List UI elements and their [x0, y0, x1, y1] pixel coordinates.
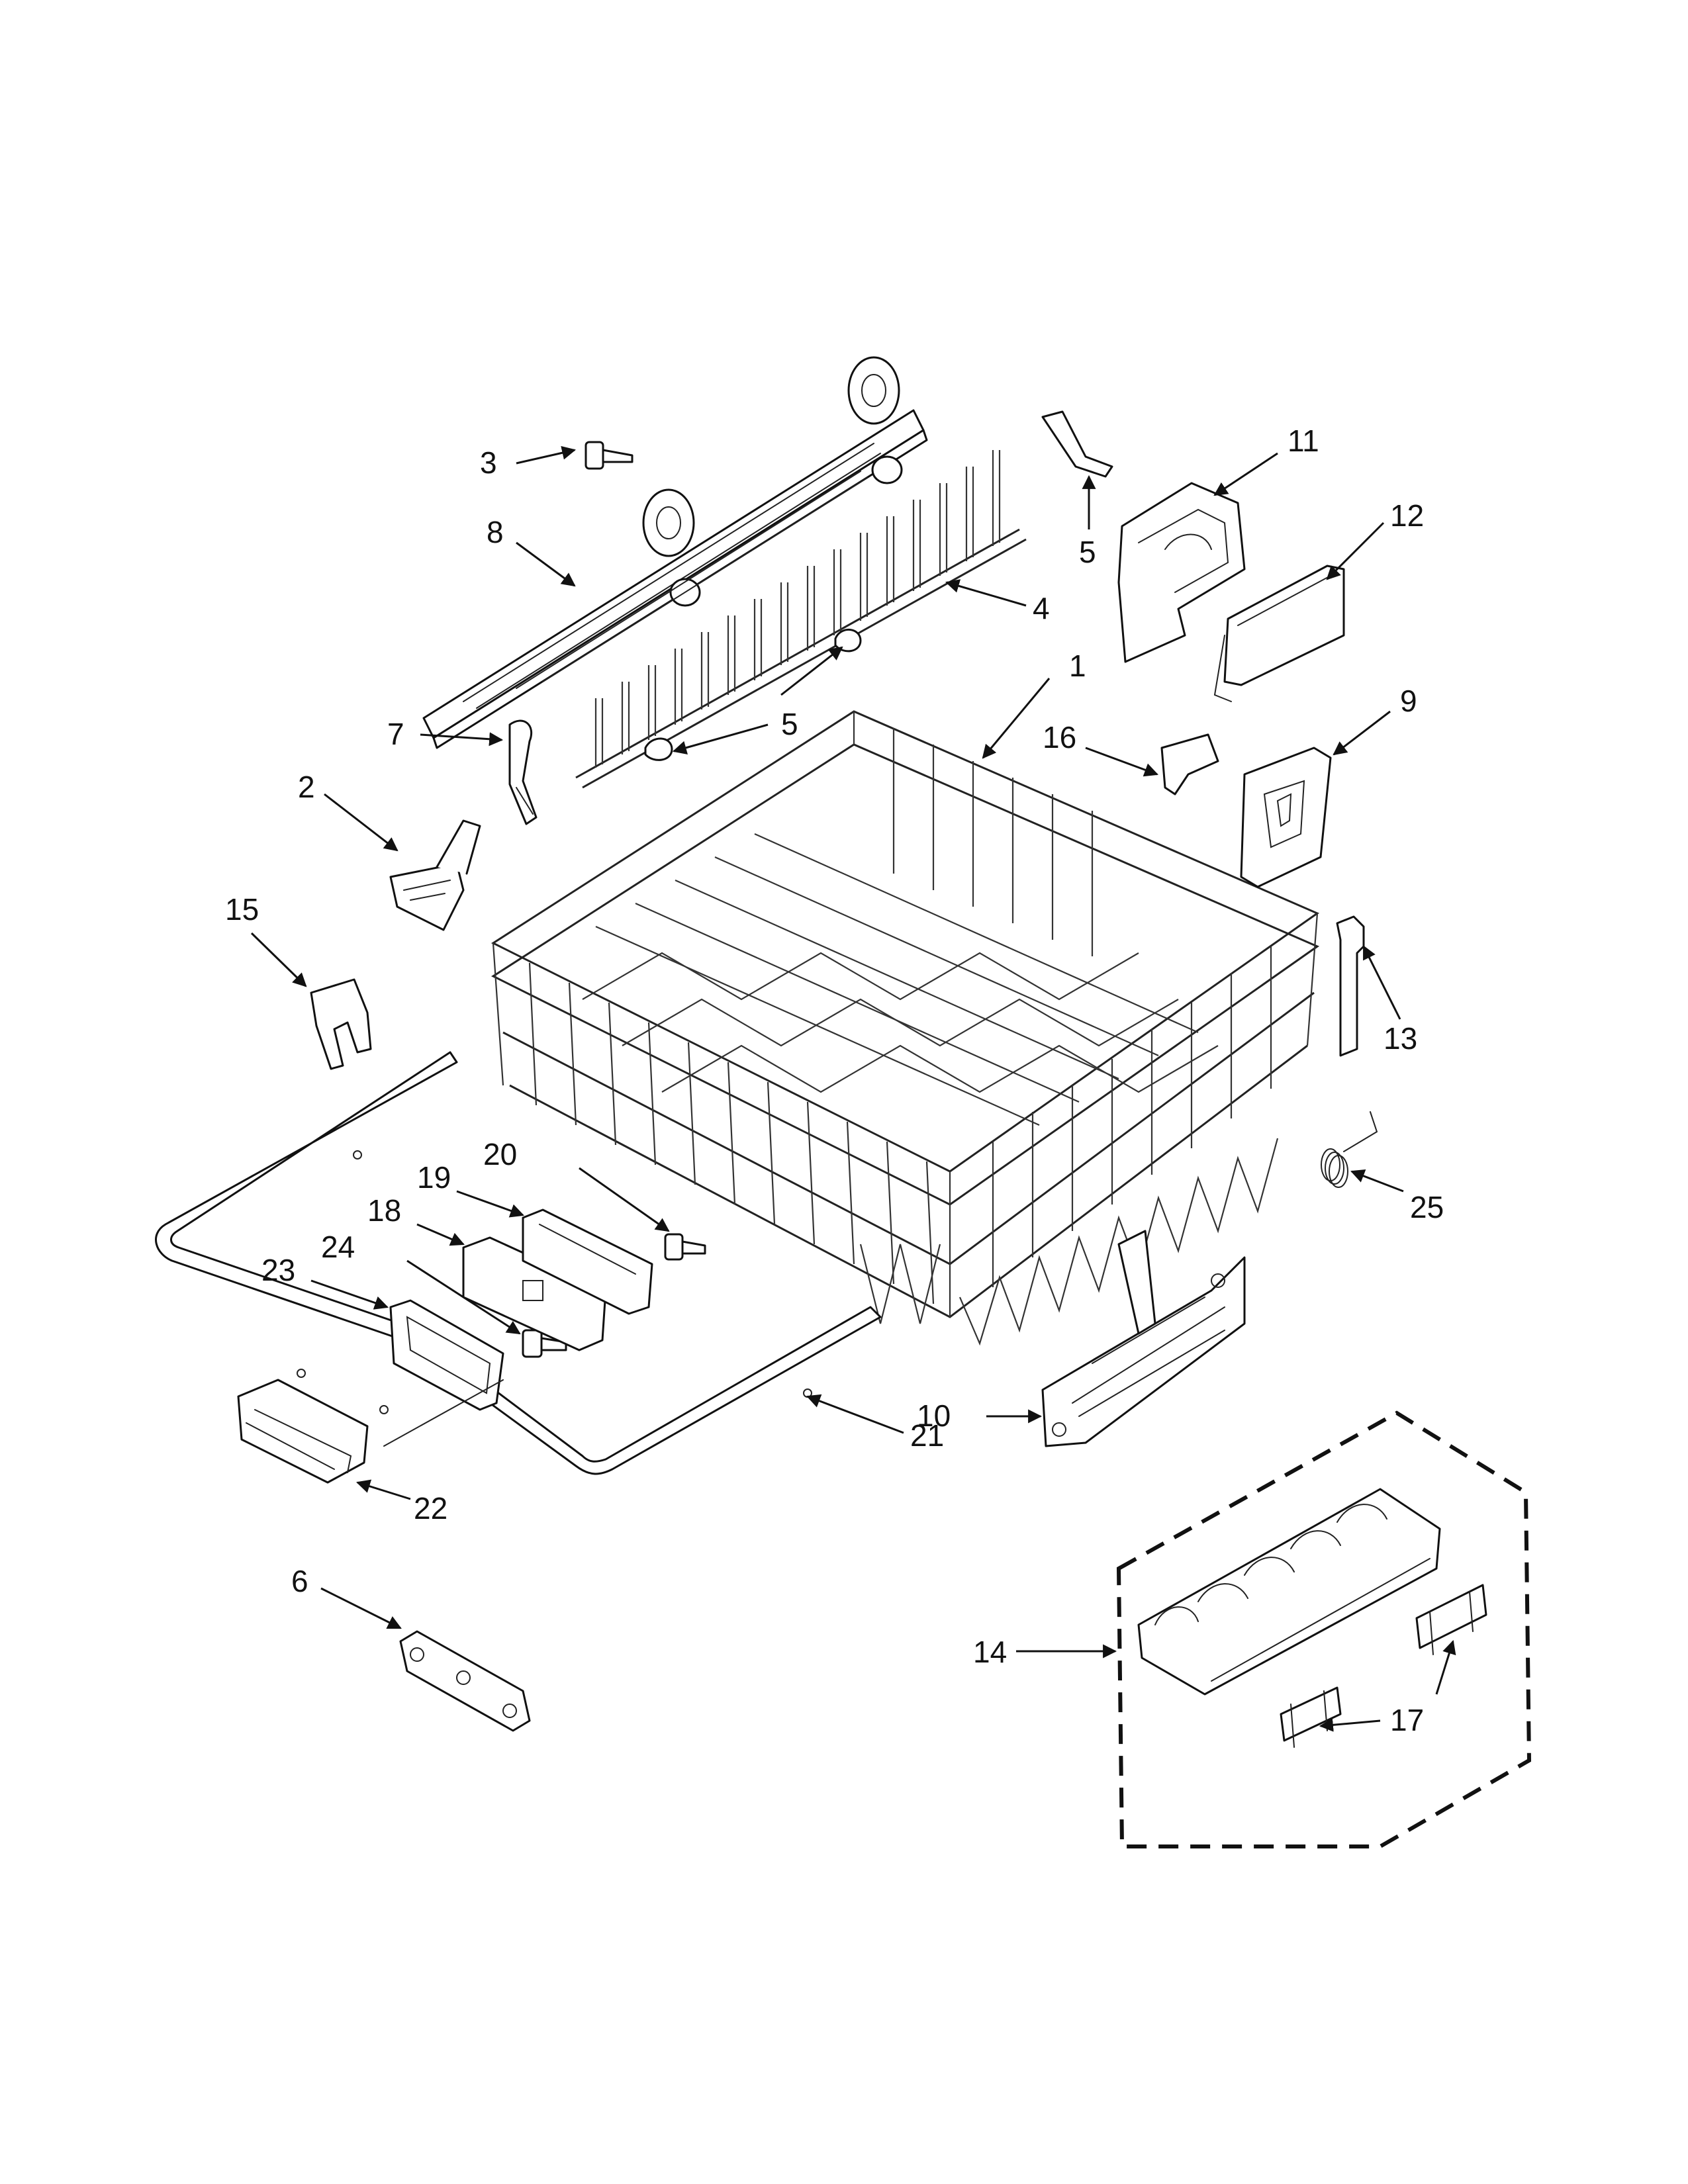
leader-lines	[250, 445, 1456, 1732]
callout-4: 4	[1033, 591, 1050, 625]
part-19-bracket	[522, 1208, 653, 1315]
part-3-screw	[585, 441, 633, 470]
callout-19: 19	[417, 1160, 451, 1195]
part-23-latch	[383, 1299, 504, 1447]
callout-25: 25	[1410, 1190, 1444, 1224]
callout-1: 1	[1069, 649, 1086, 683]
callout-13: 13	[1383, 1021, 1417, 1056]
part-1-upper-rack	[491, 710, 1320, 1346]
part-13-strip	[1336, 915, 1365, 1057]
callout-8: 8	[487, 515, 504, 549]
callout-5-mid: 5	[781, 707, 798, 741]
part-22-grip	[237, 1379, 369, 1484]
callout-3: 3	[480, 445, 497, 480]
part-16-clip	[1160, 733, 1219, 796]
callout-10: 10	[917, 1398, 951, 1433]
part-6-bracket	[399, 1630, 531, 1732]
callout-14: 14	[973, 1635, 1007, 1669]
part-11-housing	[1117, 482, 1246, 663]
callout-20: 20	[483, 1137, 517, 1171]
callout-12: 12	[1390, 498, 1424, 533]
callout-24: 24	[321, 1230, 355, 1264]
callout-17: 17	[1390, 1703, 1424, 1737]
callout-22: 22	[414, 1491, 447, 1525]
callout-7: 7	[387, 717, 404, 751]
part-5-clip-low	[644, 737, 673, 761]
part-7-hook	[508, 719, 538, 825]
part-2-knob	[389, 819, 481, 931]
part-20-screw	[664, 1233, 706, 1261]
callout-16: 16	[1043, 720, 1076, 754]
part-15-bracket	[310, 978, 372, 1070]
callout-11: 11	[1288, 424, 1319, 458]
callout-15: 15	[225, 892, 259, 927]
part-8-rack-rail	[422, 356, 928, 749]
part-9-plate	[1240, 747, 1332, 888]
callout-labels: 1 2 3 4 5 5 5 6 7 8 9 10 11 12 13 14 15 …	[225, 424, 1444, 1737]
callout-18: 18	[367, 1193, 401, 1228]
part-25-spring	[1321, 1111, 1378, 1188]
part-12-panel	[1213, 565, 1345, 702]
callout-23: 23	[261, 1253, 295, 1287]
callout-5-top: 5	[1079, 535, 1096, 569]
part-5-clip-mid	[834, 628, 862, 653]
part-5-clip-top	[1041, 410, 1113, 478]
callout-6: 6	[291, 1564, 308, 1598]
callout-9: 9	[1400, 684, 1417, 718]
callout-21: 21	[910, 1418, 944, 1453]
callout-2: 2	[298, 770, 315, 804]
part-10-side-bracket	[1041, 1230, 1246, 1447]
kit-14-17	[1116, 1410, 1532, 1848]
